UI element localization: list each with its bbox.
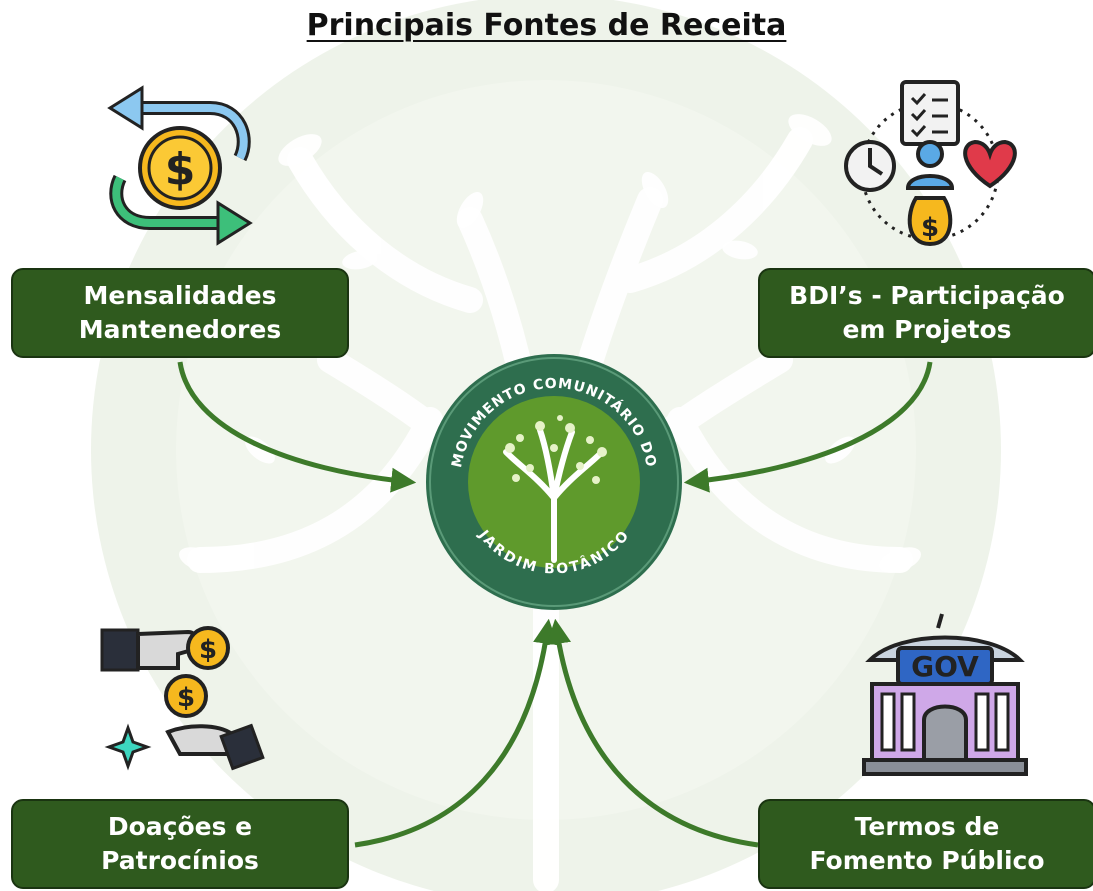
source-label-line1: Termos de [854,812,1000,841]
source-label-line1: Doações e [107,812,253,841]
arrow-bottom-right [546,618,759,848]
source-label-line1: Mensalidades [83,281,277,310]
source-box-bdi: BDI’s - Participação em Projetos [758,268,1093,358]
page-title: Principais Fontes de Receita [306,8,787,43]
source-box-termos-fomento: Termos de Fomento Público [758,799,1093,889]
hand-coins-donation-icon: $ $ [100,626,265,771]
svg-text:$: $ [199,635,217,665]
svg-text:$: $ [921,213,939,243]
svg-text:$: $ [165,144,196,195]
volunteer-donation-icon: $ [844,80,1017,247]
arrow-top-right [683,361,933,493]
source-label-line1: BDI’s - Participação [789,281,1065,310]
source-box-mensalidades: Mensalidades Mantenedores [11,268,349,358]
source-label-line2: Mantenedores [78,315,282,344]
arrow-top-left [177,361,417,493]
government-building-icon: GOV [862,613,1028,776]
gov-label: GOV [911,650,979,683]
source-label-line2: Patrocínios [101,846,259,875]
svg-text:$: $ [177,683,195,713]
source-box-doacoes: Doações e Patrocínios [11,799,349,889]
center-logo: MOVIMENTO COMUNITÁRIO DO JARDIM BOTÂNICO [426,354,682,610]
arrow-bottom-left [354,618,558,848]
source-label-line2: Fomento Público [809,846,1045,875]
money-exchange-icon: $ [107,85,253,246]
source-label-line2: em Projetos [842,315,1012,344]
